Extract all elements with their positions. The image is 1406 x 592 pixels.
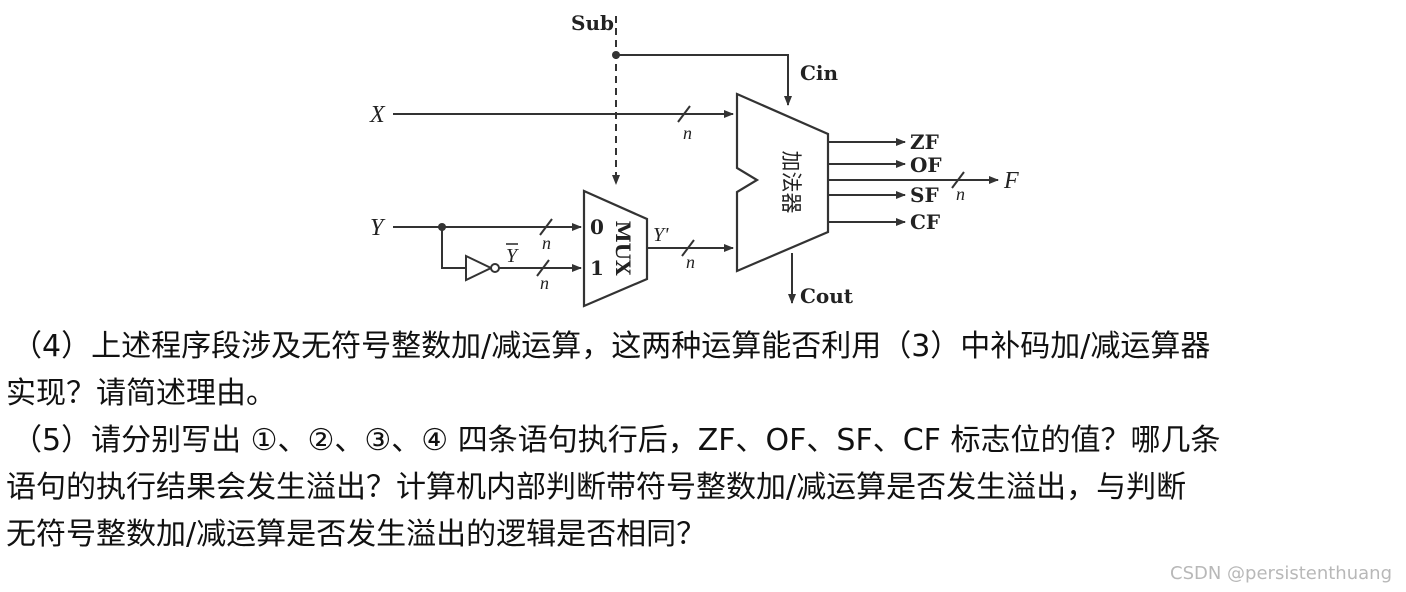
zf-label: ZF xyxy=(910,130,939,154)
question-5-line-3: 无符号整数加/减运算是否发生溢出的逻辑是否相同？ xyxy=(6,517,707,552)
f-label: F xyxy=(1003,168,1019,194)
mux-label: MUX xyxy=(611,220,635,276)
x-label: X xyxy=(369,102,386,128)
ybar-bus-slash xyxy=(536,259,550,277)
yprime-label: Y' xyxy=(653,224,669,246)
of-label: OF xyxy=(910,153,942,177)
not-gate-bubble xyxy=(490,263,500,273)
question-4-line-1: （4）上述程序段涉及无符号整数加/减运算，这两种运算能否利用（3）中补码加/减运… xyxy=(12,329,1211,364)
x-bus-width: n xyxy=(683,123,692,143)
csdn-watermark: CSDN @persistenthuang xyxy=(1170,563,1392,584)
mux-in0-label: 0 xyxy=(590,215,604,239)
mux-block xyxy=(582,189,649,308)
cf-label: CF xyxy=(910,210,940,234)
y-bus-slash xyxy=(539,218,553,236)
cin-label: Cin xyxy=(800,61,839,85)
yprime-bus-slash xyxy=(681,239,695,257)
sf-label: SF xyxy=(910,183,939,207)
mux-in1-label: 1 xyxy=(590,256,604,280)
ybar-bus-width: n xyxy=(540,273,549,293)
cin-wire xyxy=(616,54,792,106)
f-bus-width: n xyxy=(956,184,965,204)
question-5-line-2: 语句的执行结果会发生溢出？计算机内部判断带符号整数加/减运算是否发生溢出，与判断 xyxy=(6,470,1187,505)
f-bus-slash xyxy=(951,171,965,189)
adder-label: 加法器 xyxy=(779,151,803,214)
y-branch-wire xyxy=(441,227,466,269)
cout-label: Cout xyxy=(800,284,854,308)
x-bus-slash xyxy=(677,105,691,123)
question-4-line-2: 实现？请简述理由。 xyxy=(6,376,276,411)
adder-circuit-diagram: Sub Cin X n 加法器 ZF OF SF CF n F Cout Y n… xyxy=(369,11,1019,308)
ybar-label: Y xyxy=(506,245,519,267)
not-gate-icon xyxy=(465,254,494,282)
question-text: （4）上述程序段涉及无符号整数加/减运算，这两种运算能否利用（3）中补码加/减运… xyxy=(6,323,1400,558)
adder-block xyxy=(735,92,830,273)
y-label: Y xyxy=(370,215,386,241)
yprime-bus-width: n xyxy=(686,252,695,272)
y-bus-width: n xyxy=(542,233,551,253)
sub-label: Sub xyxy=(571,11,614,35)
question-5-line-1: （5）请分别写出 ①、②、③、④ 四条语句执行后，ZF、OF、SF、CF 标志位… xyxy=(12,423,1221,458)
